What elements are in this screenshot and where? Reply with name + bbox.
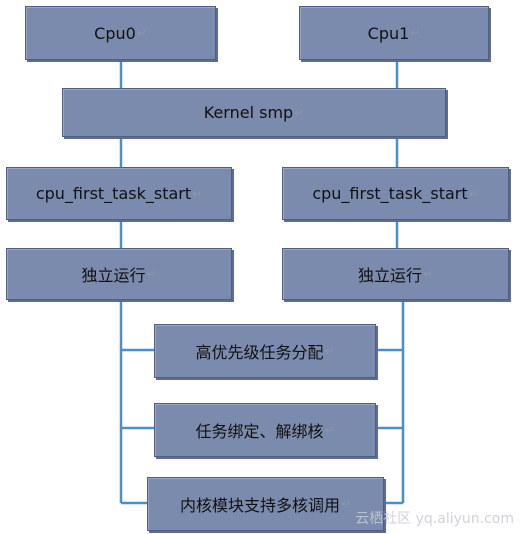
cpu0-label: Cpu0 — [94, 23, 136, 43]
cpu0-node: Cpu0↵ — [25, 6, 216, 60]
task-binding-label: 任务绑定、解绑核 — [195, 422, 324, 441]
standalone-left-node: 独立运行↵ — [6, 248, 232, 300]
watermark: 云栖社区 yq.aliyun.com — [355, 511, 514, 527]
module-support-node: 内核模块支持多核调用↵ — [147, 477, 384, 531]
priority-scheduling-label: 高优先级任务分配 — [195, 343, 324, 362]
standalone-left-label: 独立运行 — [81, 266, 146, 285]
task-binding-node: 任务绑定、解绑核↵ — [154, 403, 376, 457]
priority-scheduling-node: 高优先级任务分配↵ — [154, 324, 376, 378]
standalone-right-node: 独立运行↵ — [282, 248, 509, 300]
task-start-left-label: cpu_first_task_start — [35, 184, 192, 203]
cpu1-node: Cpu1↵ — [299, 6, 489, 60]
standalone-right-label: 独立运行 — [357, 266, 422, 285]
kernel-smp-label: Kernel smp — [203, 103, 294, 122]
module-support-label: 内核模块支持多核调用 — [179, 496, 340, 515]
task-start-left-node: cpu_first_task_start↵ — [6, 167, 232, 220]
task-start-right-node: cpu_first_task_start↵ — [282, 167, 509, 220]
kernel-smp-node: Kernel smp↵ — [62, 88, 446, 137]
task-start-right-label: cpu_first_task_start — [312, 184, 468, 203]
cpu1-label: Cpu1 — [367, 23, 410, 43]
